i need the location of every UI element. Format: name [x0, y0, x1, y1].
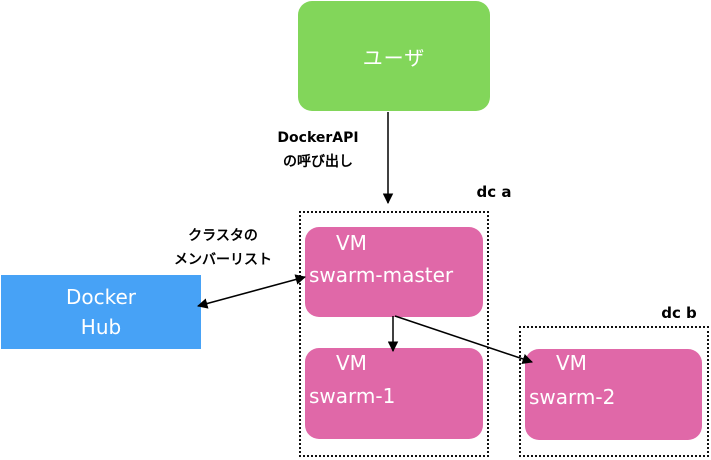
vm-swarm-1-name: swarm-1: [309, 384, 396, 408]
dc-a-label: dc a: [476, 183, 512, 201]
arrow-master-dockerhub: [196, 274, 307, 309]
member-list-label-line2: メンバーリスト: [174, 252, 272, 268]
member-list-label-line1: クラスタの: [188, 228, 258, 244]
api-call-label: DockerAPI の呼び出し: [262, 126, 374, 174]
vm-swarm-1-type: VM: [336, 351, 367, 375]
dc-b-container: [519, 326, 709, 457]
dc-b-label: dc b: [661, 304, 697, 322]
docker-hub-label-line1: Docker: [65, 285, 137, 309]
vm-swarm-2-type: VM: [556, 351, 587, 375]
docker-hub-label-line2: Hub: [80, 315, 122, 339]
member-list-label: クラスタの メンバーリスト: [158, 224, 288, 272]
arrow-master-to-swarm2: [394, 315, 533, 364]
user-box: ユーザ: [298, 1, 490, 111]
api-call-label-line2: の呼び出し: [283, 154, 353, 170]
docker-hub-box: Docker Hub: [1, 275, 201, 349]
api-call-label-line1: DockerAPI: [277, 130, 359, 146]
vm-swarm-master-name: swarm-master: [309, 263, 454, 287]
vm-swarm-master-type: VM: [336, 231, 367, 255]
dc-a-container: [299, 211, 489, 457]
vm-swarm-2-name: swarm-2: [529, 385, 616, 409]
vm-swarm-2: VM swarm-2: [525, 349, 702, 440]
user-box-label: ユーザ: [362, 45, 426, 70]
vm-swarm-master: VM swarm-master: [305, 227, 483, 317]
vm-swarm-1: VM swarm-1: [305, 348, 483, 439]
